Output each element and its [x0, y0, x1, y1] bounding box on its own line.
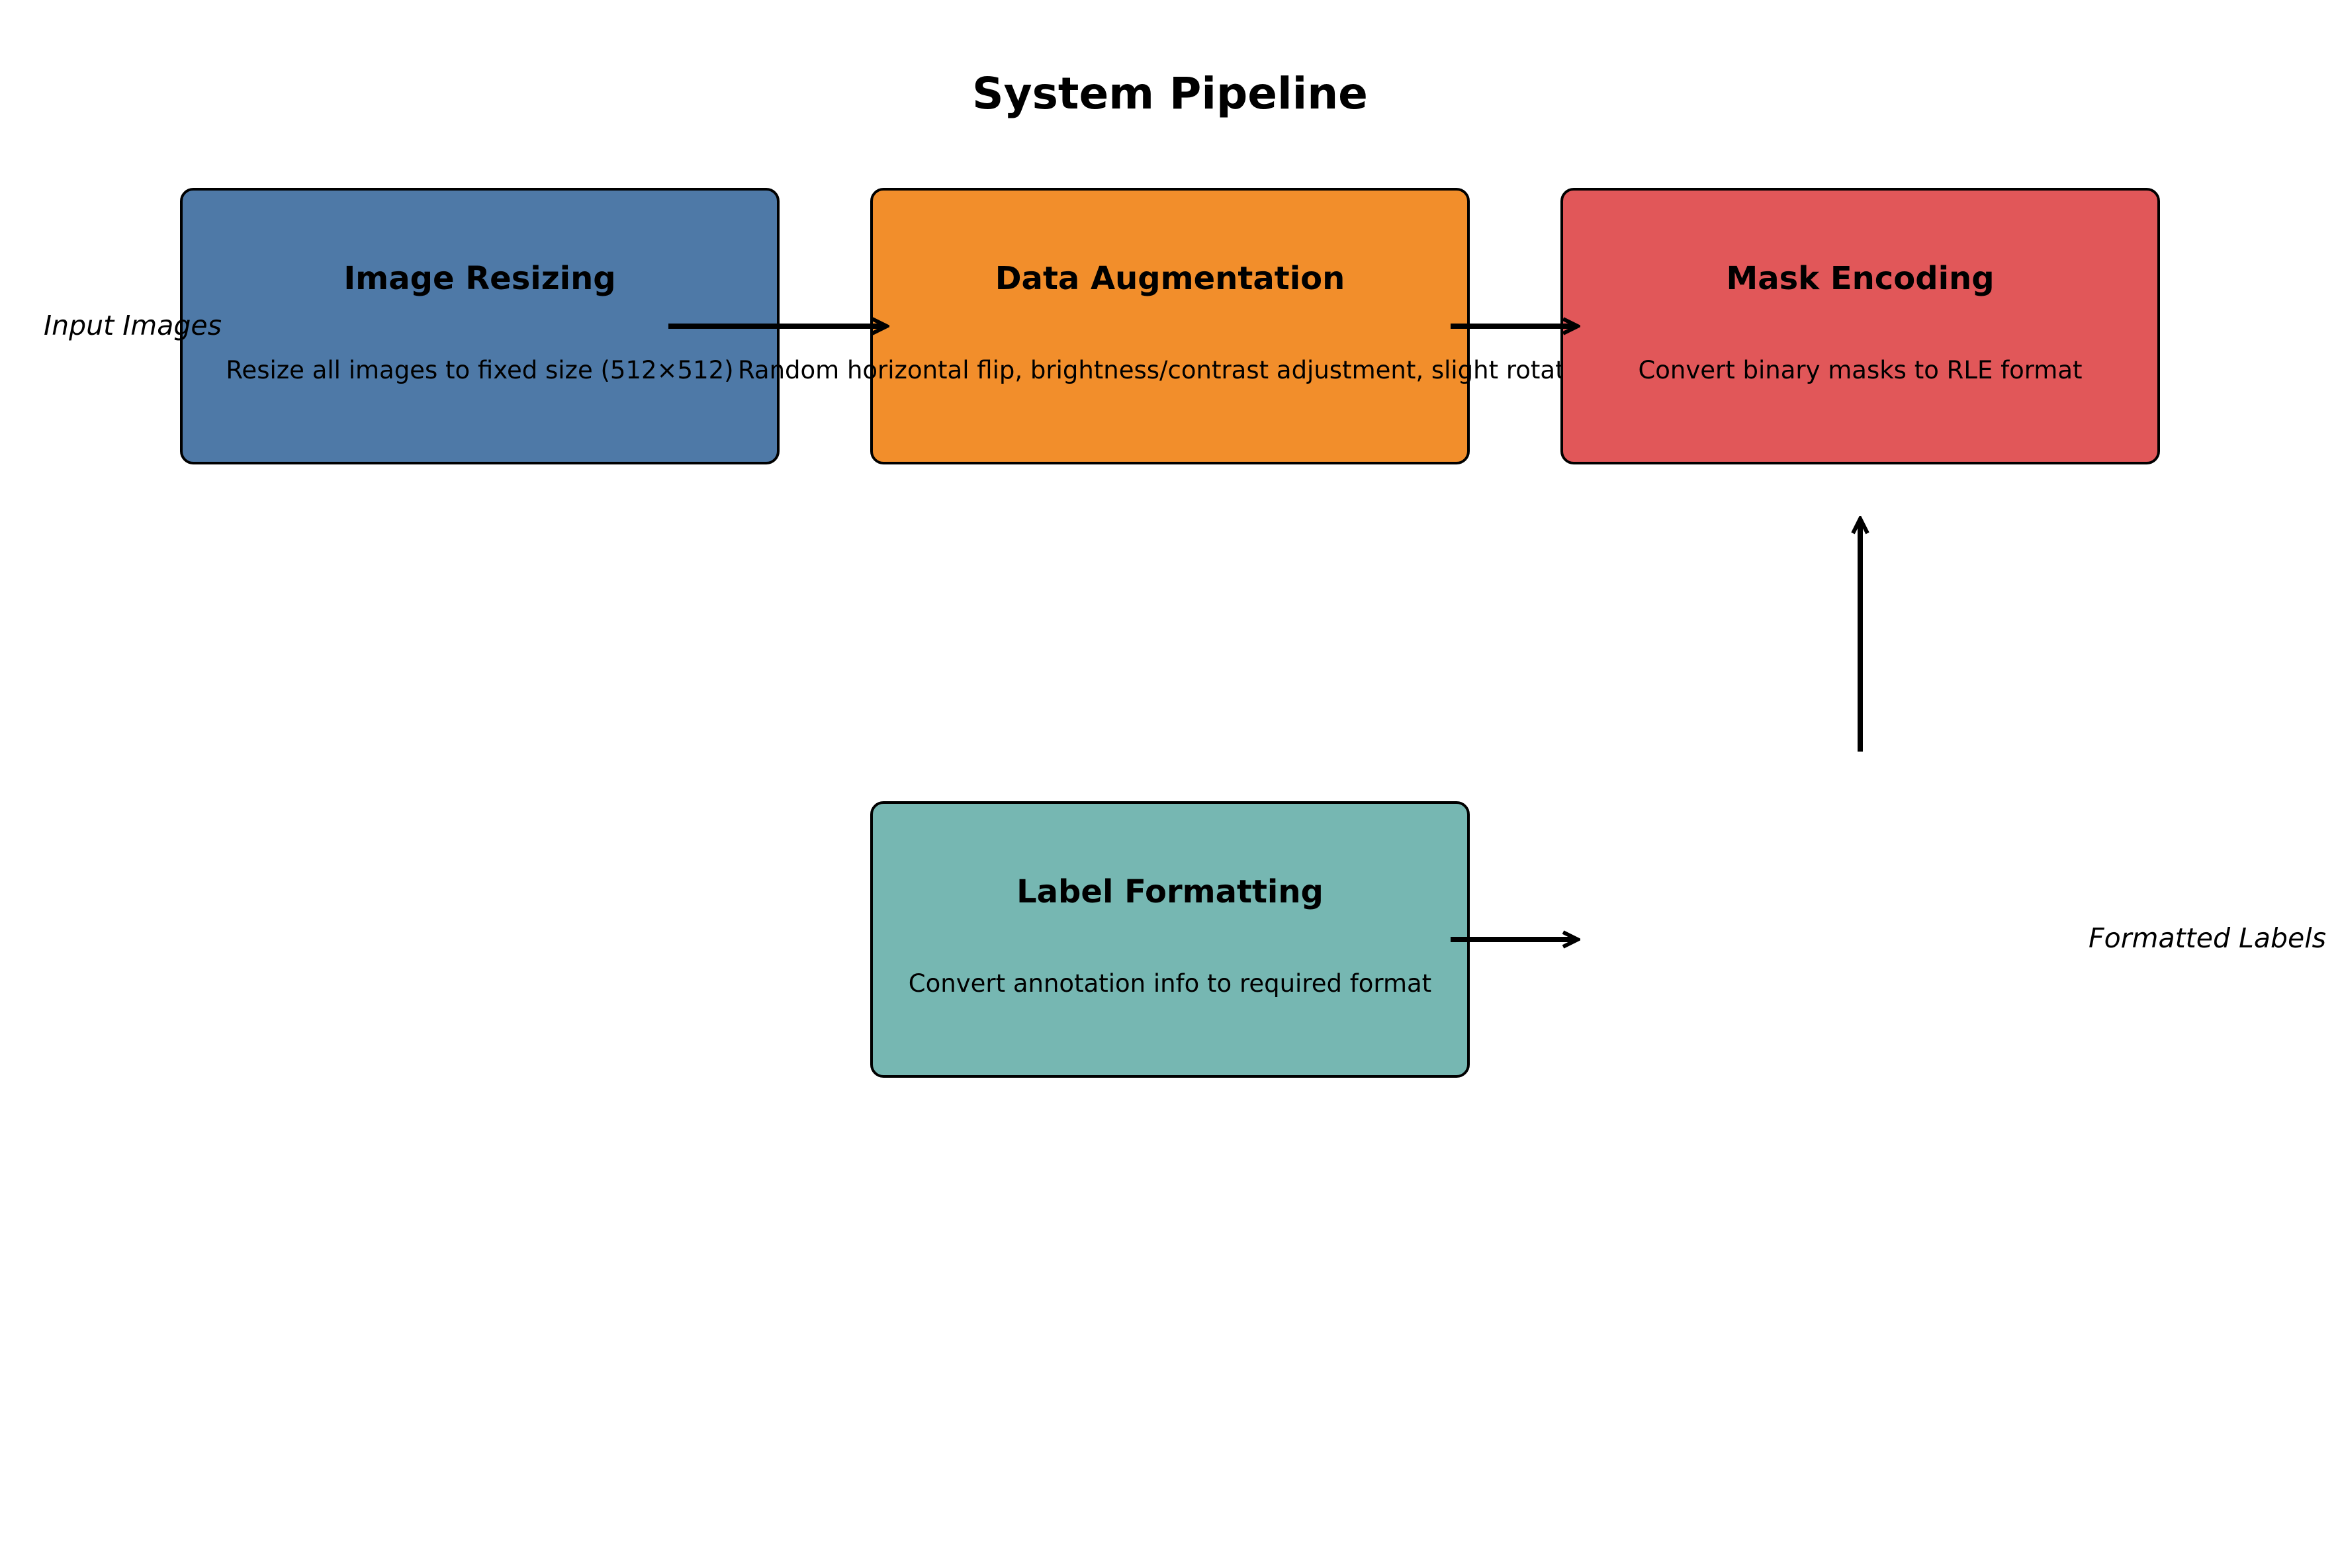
node-title-data-augmentation: Data Augmentation	[995, 260, 1345, 297]
node-desc-data-augmentation: Random horizontal flip, brightness/contr…	[738, 356, 1602, 384]
node-box-mask-encoding	[1560, 188, 2160, 464]
node-desc-mask-encoding: Convert binary masks to RLE format	[1638, 356, 2082, 384]
node-title-label-formatting: Label Formatting	[1016, 873, 1324, 910]
diagram-title: System Pipeline	[972, 68, 1368, 119]
node-mask-encoding: Mask Encoding Convert binary masks to RL…	[1560, 188, 2160, 464]
node-label-formatting: Label Formatting Convert annotation info…	[870, 801, 1470, 1078]
node-box-data-augmentation	[870, 188, 1470, 464]
node-desc-image-resizing: Resize all images to fixed size (512×512…	[226, 356, 733, 384]
node-image-resizing: Image Resizing Resize all images to fixe…	[180, 188, 780, 464]
node-title-mask-encoding: Mask Encoding	[1726, 260, 1994, 297]
node-box-label-formatting	[870, 801, 1470, 1078]
input-images-label: Input Images	[44, 310, 222, 341]
node-desc-label-formatting: Convert annotation info to required form…	[909, 969, 1431, 998]
node-title-image-resizing: Image Resizing	[343, 260, 615, 297]
formatted-labels-label: Formatted Labels	[2089, 922, 2326, 954]
